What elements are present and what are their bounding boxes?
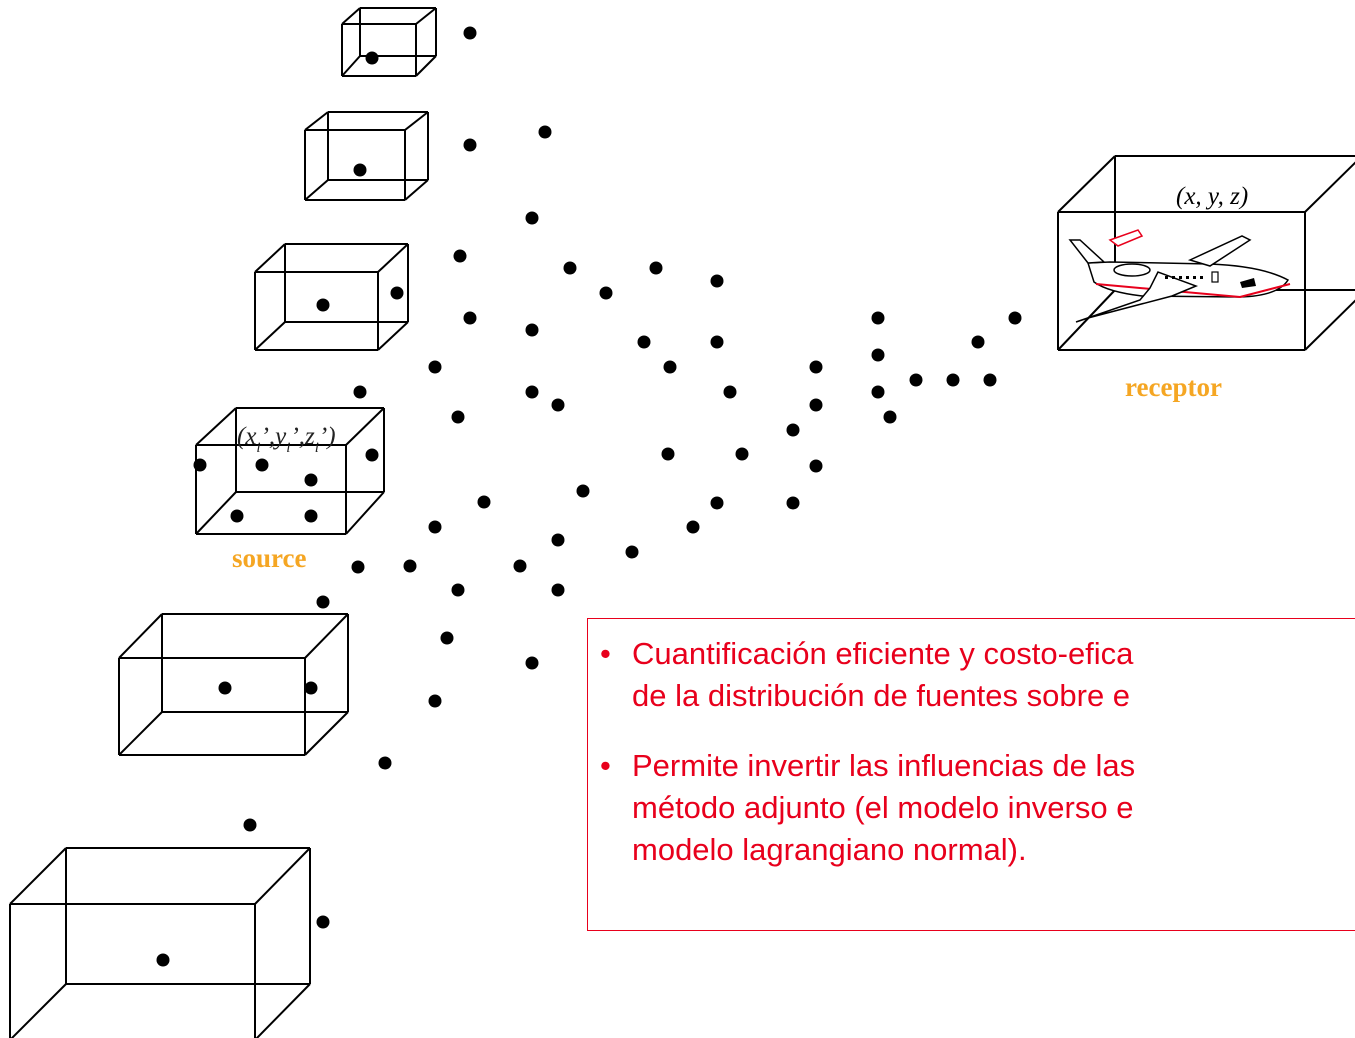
particle-dot [637, 335, 651, 349]
particle-dot [353, 163, 367, 177]
particle-dot [403, 559, 417, 573]
particle-dot [871, 348, 885, 362]
particle-dot [353, 385, 367, 399]
particle-dot [451, 583, 465, 597]
particle-dot [625, 545, 639, 559]
particle-dot [463, 138, 477, 152]
particle-dot [663, 360, 677, 374]
bullet-line: modelo lagrangiano normal). [632, 832, 1027, 867]
particle-dot [351, 560, 365, 574]
particle-dot [809, 360, 823, 374]
bullet-line: método adjunto (el modelo inverso e [632, 790, 1134, 825]
particle-dot [710, 496, 724, 510]
particle-dot [428, 360, 442, 374]
particle-dot [946, 373, 960, 387]
particle-dot [193, 458, 207, 472]
particle-dot [883, 410, 897, 424]
particle-dot [243, 818, 257, 832]
particle-dot [365, 51, 379, 65]
particle-dot [871, 385, 885, 399]
particle-dot [809, 459, 823, 473]
particle-dot [316, 298, 330, 312]
particle-dot [551, 533, 565, 547]
bullet-line: Permite invertir las influencias de las [632, 748, 1136, 783]
bullet-line: Cuantificación eficiente y costo-efica [632, 636, 1134, 671]
particle-dot [525, 323, 539, 337]
bullet-item-quantification: Cuantificación eficiente y costo-efica d… [600, 633, 1355, 717]
bullet-item-inversion: Permite invertir las influencias de las … [600, 745, 1355, 871]
particle-dot [1008, 311, 1022, 325]
bullet-line: de la distribución de fuentes sobre e [632, 678, 1131, 713]
particle-dot [451, 410, 465, 424]
particle-cloud [156, 26, 1022, 967]
particle-dot [661, 447, 675, 461]
receptor-label: receptor [1125, 372, 1222, 402]
particle-dot [218, 681, 232, 695]
particle-dot [525, 385, 539, 399]
particle-dot [378, 756, 392, 770]
particle-dot [365, 448, 379, 462]
particle-dot [971, 335, 985, 349]
particle-dot [786, 496, 800, 510]
particle-dot [316, 595, 330, 609]
source-coordinates-label: (xi’,yi’,zi’) [237, 423, 336, 456]
particle-dot [686, 520, 700, 534]
particle-dot [316, 915, 330, 929]
particle-dot [649, 261, 663, 275]
particle-dot [710, 274, 724, 288]
particle-dot [453, 249, 467, 263]
particle-dot [551, 398, 565, 412]
particle-dot [440, 631, 454, 645]
bullet-list: Cuantificación eficiente y costo-efica d… [588, 619, 1355, 871]
particle-dot [599, 286, 613, 300]
source-volume-main [195, 407, 385, 535]
particle-dot [304, 509, 318, 523]
jet-airplane-icon [1068, 229, 1291, 323]
particle-dot [428, 520, 442, 534]
source-volume-3 [254, 243, 409, 351]
source-volume-6 [9, 847, 311, 1038]
particle-dot [156, 953, 170, 967]
particle-dot [304, 681, 318, 695]
particle-dot [230, 509, 244, 523]
particle-dot [477, 495, 491, 509]
particle-dot [463, 311, 477, 325]
particle-dot [513, 559, 527, 573]
particle-dot [428, 694, 442, 708]
particle-dot [809, 398, 823, 412]
particle-dot [255, 458, 269, 472]
particle-dot [525, 656, 539, 670]
particle-dot [563, 261, 577, 275]
particle-dot [735, 447, 749, 461]
particle-dot [304, 473, 318, 487]
receptor-coordinates-label: (x, y, z) [1176, 183, 1248, 210]
particle-dot [576, 484, 590, 498]
particle-dot [390, 286, 404, 300]
source-volume-5 [118, 613, 349, 756]
particle-dot [538, 125, 552, 139]
particle-dot [525, 211, 539, 225]
particle-dot [909, 373, 923, 387]
source-volume-2 [304, 111, 429, 201]
particle-dot [551, 583, 565, 597]
particle-dot [871, 311, 885, 325]
particle-dot [710, 335, 724, 349]
particle-dot [463, 26, 477, 40]
source-volume-1 [341, 7, 437, 77]
particle-dot [723, 385, 737, 399]
particle-dot [983, 373, 997, 387]
bullet-text-box: Cuantificación eficiente y costo-efica d… [587, 618, 1355, 931]
particle-dot [786, 423, 800, 437]
source-label: source [232, 543, 307, 573]
